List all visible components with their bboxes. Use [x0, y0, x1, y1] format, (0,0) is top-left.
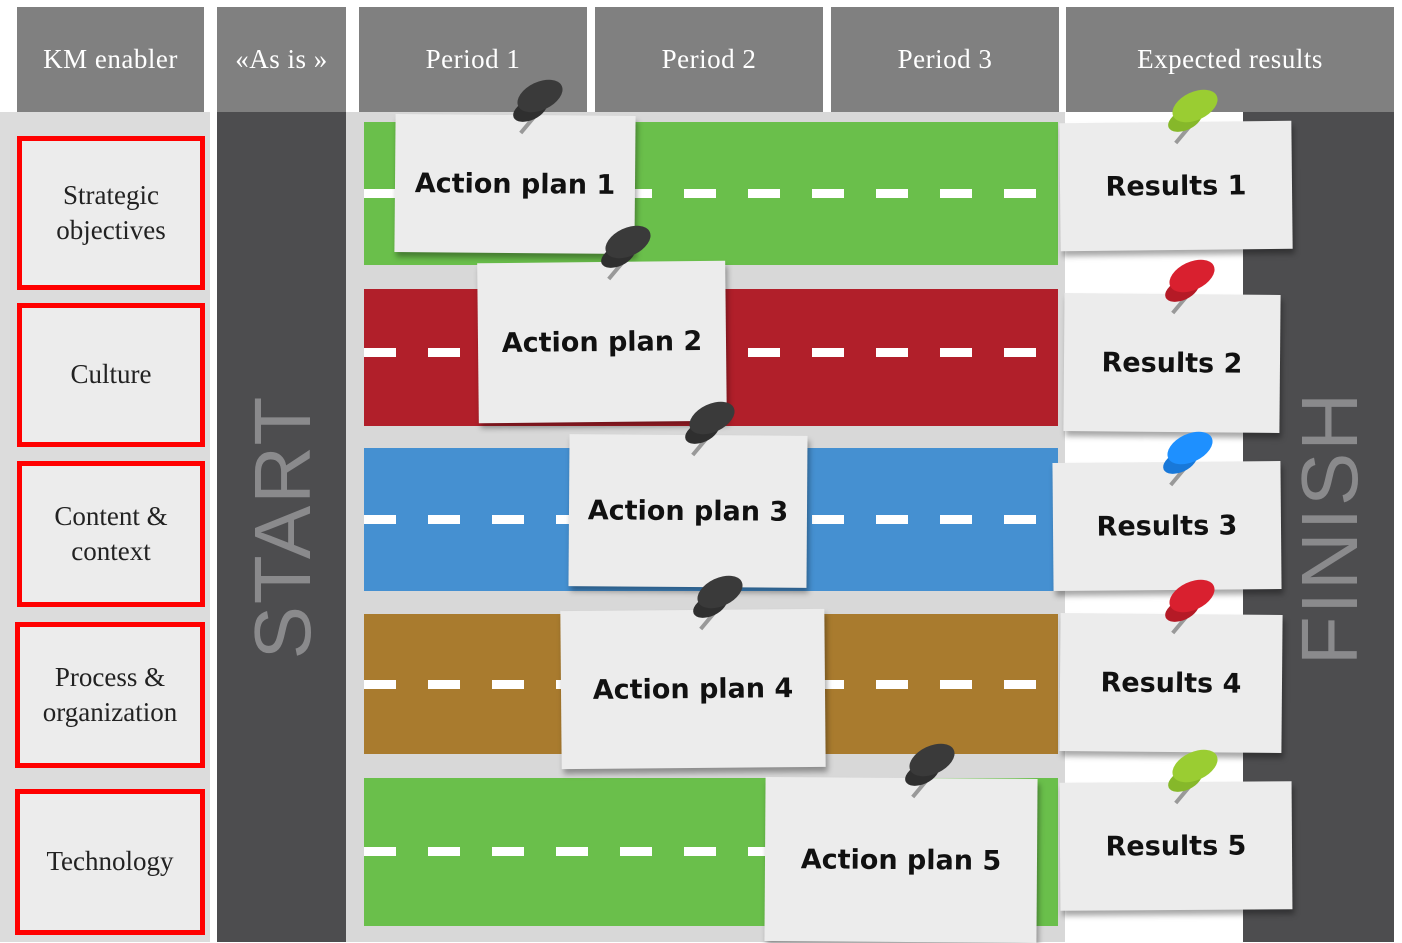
results-note-2: Results 2 [1063, 293, 1281, 433]
enabler-culture: Culture [17, 303, 205, 447]
results-label: Results 5 [1105, 830, 1247, 862]
action-plan-note-3: Action plan 3 [568, 434, 808, 588]
results-note-3: Results 3 [1052, 461, 1282, 591]
header-period-3: Period 3 [831, 7, 1059, 112]
results-label: Results 2 [1101, 346, 1243, 380]
action-plan-label: Action plan 2 [501, 325, 703, 359]
enabler-strategic-objectives: Strategic objectives [17, 136, 205, 290]
results-label: Results 4 [1100, 666, 1242, 700]
action-plan-note-5: Action plan 5 [764, 777, 1038, 943]
action-plan-note-2: Action plan 2 [477, 260, 727, 424]
enabler-content-context: Content & context [17, 461, 205, 607]
start-bar [217, 112, 346, 942]
action-plan-label: Action plan 3 [587, 494, 789, 528]
results-label: Results 3 [1096, 509, 1238, 543]
lane-divider-1 [364, 189, 1058, 198]
action-plan-label: Action plan 5 [800, 843, 1002, 877]
finish-label: FINISH [1285, 390, 1374, 666]
enabler-process-organization: Process & organization [15, 622, 205, 768]
header-expected-results: Expected results [1066, 7, 1394, 112]
action-plan-label: Action plan 1 [414, 167, 616, 201]
lane-divider-5 [364, 847, 1058, 856]
header-km-enabler: KM enabler [17, 7, 204, 112]
enabler-technology: Technology [15, 789, 205, 935]
header-period-1: Period 1 [359, 7, 587, 112]
action-plan-note-1: Action plan 1 [394, 113, 636, 255]
header-as-is: «As is » [217, 7, 346, 112]
action-plan-note-4: Action plan 4 [560, 608, 826, 770]
results-note-4: Results 4 [1059, 613, 1283, 753]
header-period-2: Period 2 [595, 7, 823, 112]
action-plan-label: Action plan 4 [592, 672, 794, 706]
results-label: Results 1 [1105, 169, 1247, 203]
start-label: START [238, 394, 327, 660]
